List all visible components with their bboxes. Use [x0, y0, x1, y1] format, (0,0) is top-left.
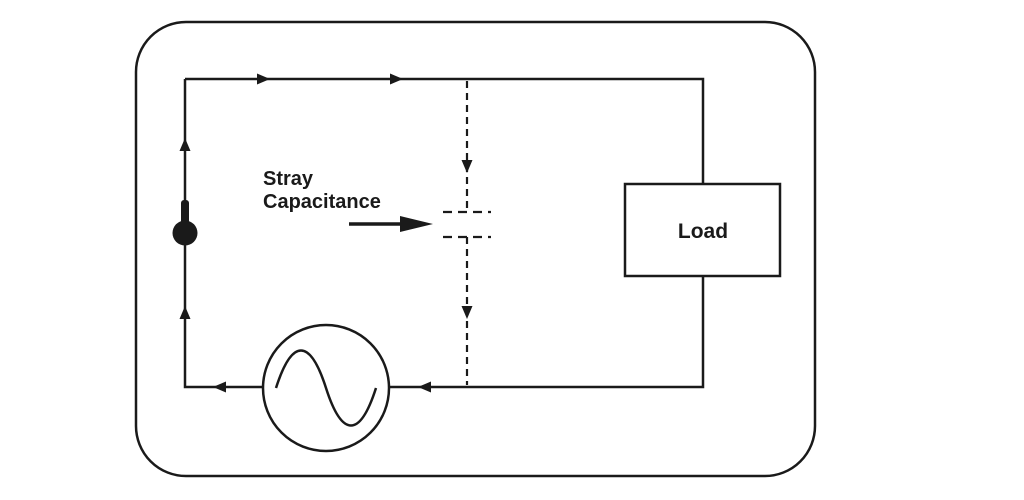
arrow-up-icon — [179, 138, 191, 151]
thermostat-sensor-icon — [172, 200, 198, 246]
stray-label-line1: Stray — [263, 168, 314, 190]
pointer-arrow-icon — [349, 216, 433, 232]
stray-current-arrows — [461, 160, 473, 319]
arrow-right-icon — [390, 73, 403, 85]
enclosure-outline — [134, 20, 817, 478]
return-wire — [389, 276, 705, 389]
load-box — [623, 182, 782, 278]
stray-label-line2: Capacitance — [263, 191, 381, 213]
ac-source-icon — [261, 323, 391, 453]
stray-capacitance-label: Stray Capacitance — [263, 168, 381, 213]
circuit-wires — [183, 77, 705, 389]
top-wire — [185, 77, 705, 184]
arrow-up-icon — [179, 306, 191, 319]
arrow-left-icon — [418, 381, 431, 393]
left-bottom-wire — [183, 79, 262, 389]
arrow-down-icon — [461, 160, 473, 173]
arrow-left-icon — [213, 381, 226, 393]
arrow-right-icon — [257, 73, 270, 85]
current-flow-arrows — [179, 73, 431, 393]
load-label: Load — [678, 220, 728, 243]
arrow-down-icon — [461, 306, 473, 319]
capacitor-plates-icon — [443, 210, 491, 239]
